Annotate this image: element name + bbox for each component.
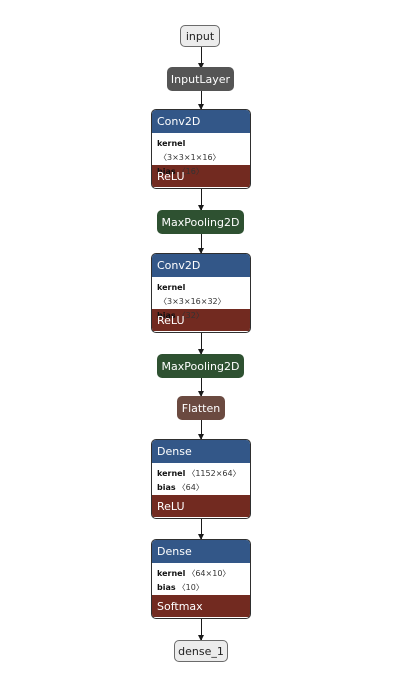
dense-1-weights: kernel〈1152×64〉 bias〈64〉 — [152, 463, 250, 495]
conv2d-1-bias-label: bias — [157, 167, 176, 176]
flatten-label: Flatten — [181, 401, 221, 415]
conv2d-2-weights: kernel 〈3×3×16×32〉 bias〈32〉 — [152, 277, 250, 320]
conv2d-1-bias-shape: 〈16〉 — [177, 167, 204, 176]
maxpooling2d-1-label: MaxPooling2D — [161, 215, 240, 229]
conv2d-2-bias-shape: 〈32〉 — [177, 311, 204, 320]
maxpooling2d-2-node[interactable]: MaxPooling2D — [157, 354, 244, 378]
conv2d-1-title: Conv2D — [152, 110, 250, 133]
dense-2-title: Dense — [152, 540, 250, 563]
input-layer-label: InputLayer — [170, 72, 231, 86]
dense-2-bias-shape: 〈10〉 — [177, 583, 204, 592]
dense-2-activation: Softmax — [152, 595, 250, 617]
edge-flatten-to-dense1 — [198, 419, 204, 440]
conv2d-1-kernel-shape: 〈3×3×1×16〉 — [159, 153, 221, 162]
conv2d-2-activation: ReLU — [152, 309, 250, 331]
maxpooling2d-2-label: MaxPooling2D — [161, 359, 240, 373]
dense-2-kernel-row: kernel〈64×10〉 — [157, 567, 245, 581]
dense-2-bias-label: bias — [157, 583, 176, 592]
dense-1-kernel-row: kernel〈1152×64〉 — [157, 467, 245, 481]
conv2d-1-weights: kernel 〈3×3×1×16〉 bias〈16〉 — [152, 133, 250, 176]
dense-1-bias-row: bias〈64〉 — [157, 481, 245, 495]
conv2d-2-kernel-row: kernel 〈3×3×16×32〉 — [157, 281, 245, 309]
flatten-node[interactable]: Flatten — [177, 396, 225, 420]
maxpooling2d-1-node[interactable]: MaxPooling2D — [157, 210, 244, 234]
conv2d-1-node[interactable]: Conv2D kernel 〈3×3×1×16〉 bias〈16〉 ReLU — [151, 109, 251, 189]
conv2d-2-bias-row: bias〈32〉 — [157, 309, 245, 323]
dense-2-bias-row: bias〈10〉 — [157, 581, 245, 595]
dense-2-weights: kernel〈64×10〉 bias〈10〉 — [152, 563, 250, 595]
conv2d-2-kernel-shape: 〈3×3×16×32〉 — [159, 297, 226, 306]
conv2d-1-bias-row: bias〈16〉 — [157, 165, 245, 179]
edge-pool2-to-flatten — [198, 377, 204, 397]
input-node[interactable]: input — [180, 25, 220, 47]
conv2d-2-node[interactable]: Conv2D kernel 〈3×3×16×32〉 bias〈32〉 ReLU — [151, 253, 251, 333]
edge-pool1-to-conv2 — [198, 233, 204, 254]
dense-2-node[interactable]: Dense kernel〈64×10〉 bias〈10〉 Softmax — [151, 539, 251, 619]
edge-dense1-to-dense2 — [198, 519, 204, 540]
input-layer-node[interactable]: InputLayer — [167, 67, 234, 91]
edge-conv2-to-pool2 — [198, 333, 204, 355]
edge-dense2-to-output — [198, 619, 204, 641]
edge-inputlayer-to-conv1 — [198, 90, 204, 110]
conv2d-2-kernel-label: kernel — [157, 283, 186, 292]
conv2d-2-bias-label: bias — [157, 311, 176, 320]
dense-1-activation: ReLU — [152, 495, 250, 517]
conv2d-1-kernel-row: kernel 〈3×3×1×16〉 — [157, 137, 245, 165]
dense-2-kernel-shape: 〈64×10〉 — [187, 569, 231, 578]
dense-2-kernel-label: kernel — [157, 569, 186, 578]
conv2d-1-activation: ReLU — [152, 165, 250, 187]
dense-1-kernel-shape: 〈1152×64〉 — [187, 469, 241, 478]
conv2d-1-kernel-label: kernel — [157, 139, 186, 148]
edge-conv1-to-pool1 — [198, 189, 204, 211]
dense-1-bias-label: bias — [157, 483, 176, 492]
input-node-label: input — [185, 29, 215, 43]
dense-1-node[interactable]: Dense kernel〈1152×64〉 bias〈64〉 ReLU — [151, 439, 251, 519]
output-node-dense-1[interactable]: dense_1 — [174, 640, 228, 662]
dense-1-title: Dense — [152, 440, 250, 463]
conv2d-2-title: Conv2D — [152, 254, 250, 277]
dense-1-bias-shape: 〈64〉 — [177, 483, 204, 492]
edge-input-to-inputlayer — [198, 47, 204, 69]
dense-1-kernel-label: kernel — [157, 469, 186, 478]
output-node-label: dense_1 — [178, 644, 224, 658]
